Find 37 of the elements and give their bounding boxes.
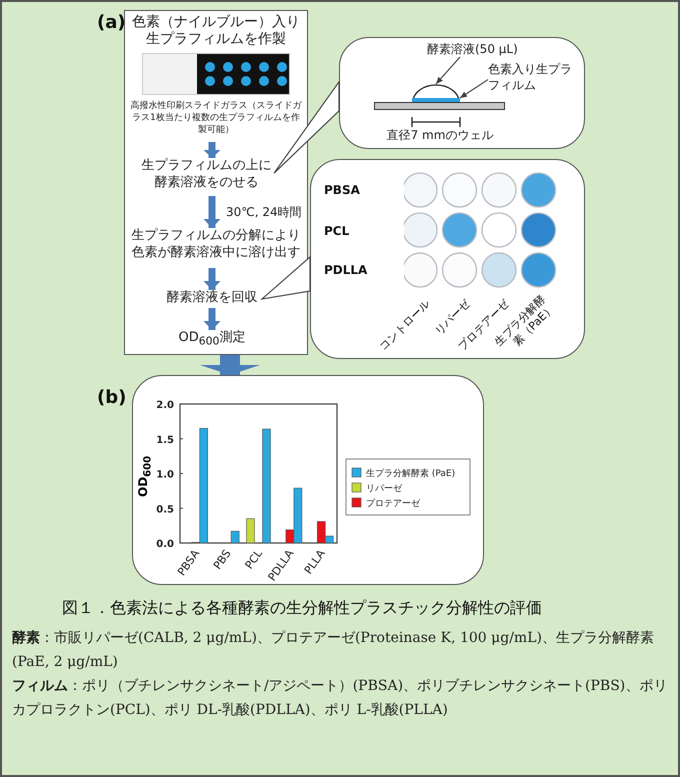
callout-tail (273, 80, 340, 174)
axis-tick-label: 0.5 (156, 504, 174, 516)
caption-paragraph: 酵素：市販リパーゼ(CALB, 2 μg/mL)、プロテアーゼ(Proteinase K, 100 μg/mL)、生プラ分解酵素(PaE, 2 μg/mL) (12, 629, 655, 672)
axis-tick-label: 0.0 (156, 539, 174, 550)
panel-label: (b) (97, 387, 126, 408)
axis-tick-label: 2.0 (156, 400, 174, 411)
legend-label: リパーゼ (366, 484, 402, 494)
legend-label: 生プラ分解酵素 (PaE) (366, 469, 456, 479)
leader-arrow (436, 56, 460, 84)
flow-arrow (200, 355, 260, 375)
leader-arrow (204, 308, 220, 330)
step-text: 生プラフィルムの上に酵素溶液をのせる (139, 158, 274, 196)
leader-arrow (204, 268, 220, 290)
figure-caption: 図１．色素法による各種酵素の生分解性プラスチック分解性の評価 (62, 598, 542, 619)
caption-paragraph: フィルム：ポリ（ブチレンサクシネート/アジペート）(PBSA)、ポリブチレンサクシネート(PBS)、ポリカプロラクトン(PCL)、ポリ DL-乳酸(PDLLA)、ポリ L-乳酸(PLLA) (12, 677, 668, 720)
category-label: PCL (242, 547, 265, 572)
callout-label: 酵素溶液(50 μL) (427, 42, 537, 57)
callout-label: 色素入り生プラフィルム (488, 62, 574, 94)
dimension-label: 直径7 mmのウェル (386, 128, 494, 144)
axis-tick-label: 1.5 (156, 434, 174, 446)
leader-arrow (204, 142, 220, 158)
leader-arrow (204, 196, 220, 228)
axis-tick-label: 1.0 (156, 470, 174, 480)
row-label: PDLLA (324, 263, 368, 277)
column-label: コントロール (376, 297, 433, 354)
edge-label: 30℃, 24時間 (226, 204, 302, 221)
step-text: 酵素溶液を回収 (162, 290, 262, 308)
step-heading: 色素（ナイルブルー）入り生プラフィルムを作製 (131, 14, 301, 48)
panel-label: (a) (97, 12, 126, 33)
step-text: 生プラフィルムの分解により色素が酵素溶液中に溶け出す (128, 228, 304, 268)
legend-label: プロテアーゼ (366, 499, 420, 509)
row-label: PCL (324, 224, 350, 238)
row-label: PBSA (324, 183, 360, 197)
step-text: OD$_{600}$測定 (174, 330, 250, 348)
callout-tail (260, 256, 311, 300)
leader-arrow (460, 79, 488, 98)
photo-caption: 高撥水性印刷スライドガラス（スライドガラス1枚当たり複数の生プラフィルムを作製可能） (130, 100, 302, 136)
